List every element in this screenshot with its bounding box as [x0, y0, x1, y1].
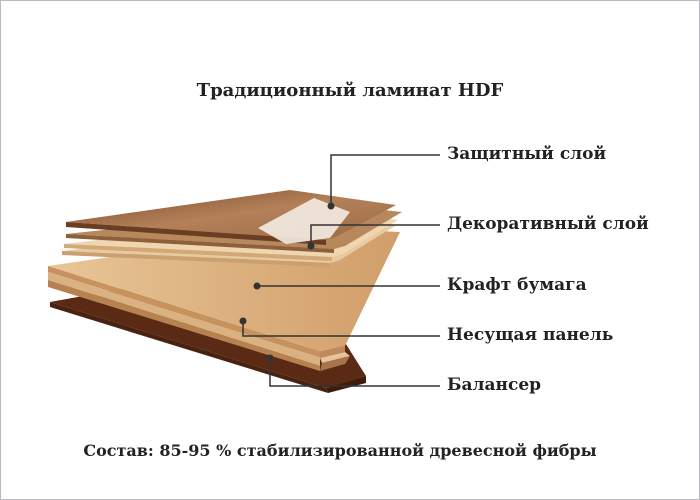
protective-layer — [66, 190, 396, 245]
label-balancer: Балансер — [447, 375, 542, 395]
leader-dot-kraft — [253, 282, 261, 290]
leader-dot-core — [239, 317, 247, 325]
leader-dot-balancer — [266, 354, 274, 362]
diagram-title: Традиционный ламинат HDF — [196, 80, 504, 101]
label-protective-layer: Защитный слой — [447, 144, 607, 164]
label-decorative-layer: Декоративный слой — [447, 214, 649, 234]
leader-dot-protective — [327, 202, 335, 210]
leader-line-core — [242, 321, 440, 337]
core-panel-layer — [48, 228, 400, 371]
leader-line-decorative — [310, 224, 440, 246]
leader-line-protective — [330, 154, 440, 206]
composition-caption: Состав: 85-95 % стабилизированной древес… — [83, 441, 597, 460]
leader-line-balancer — [269, 358, 440, 387]
label-kraft-paper: Крафт бумага — [447, 275, 587, 295]
leader-dot-decorative — [307, 242, 315, 250]
label-core-panel: Несущая панель — [447, 325, 614, 345]
leader-lines — [239, 154, 440, 387]
